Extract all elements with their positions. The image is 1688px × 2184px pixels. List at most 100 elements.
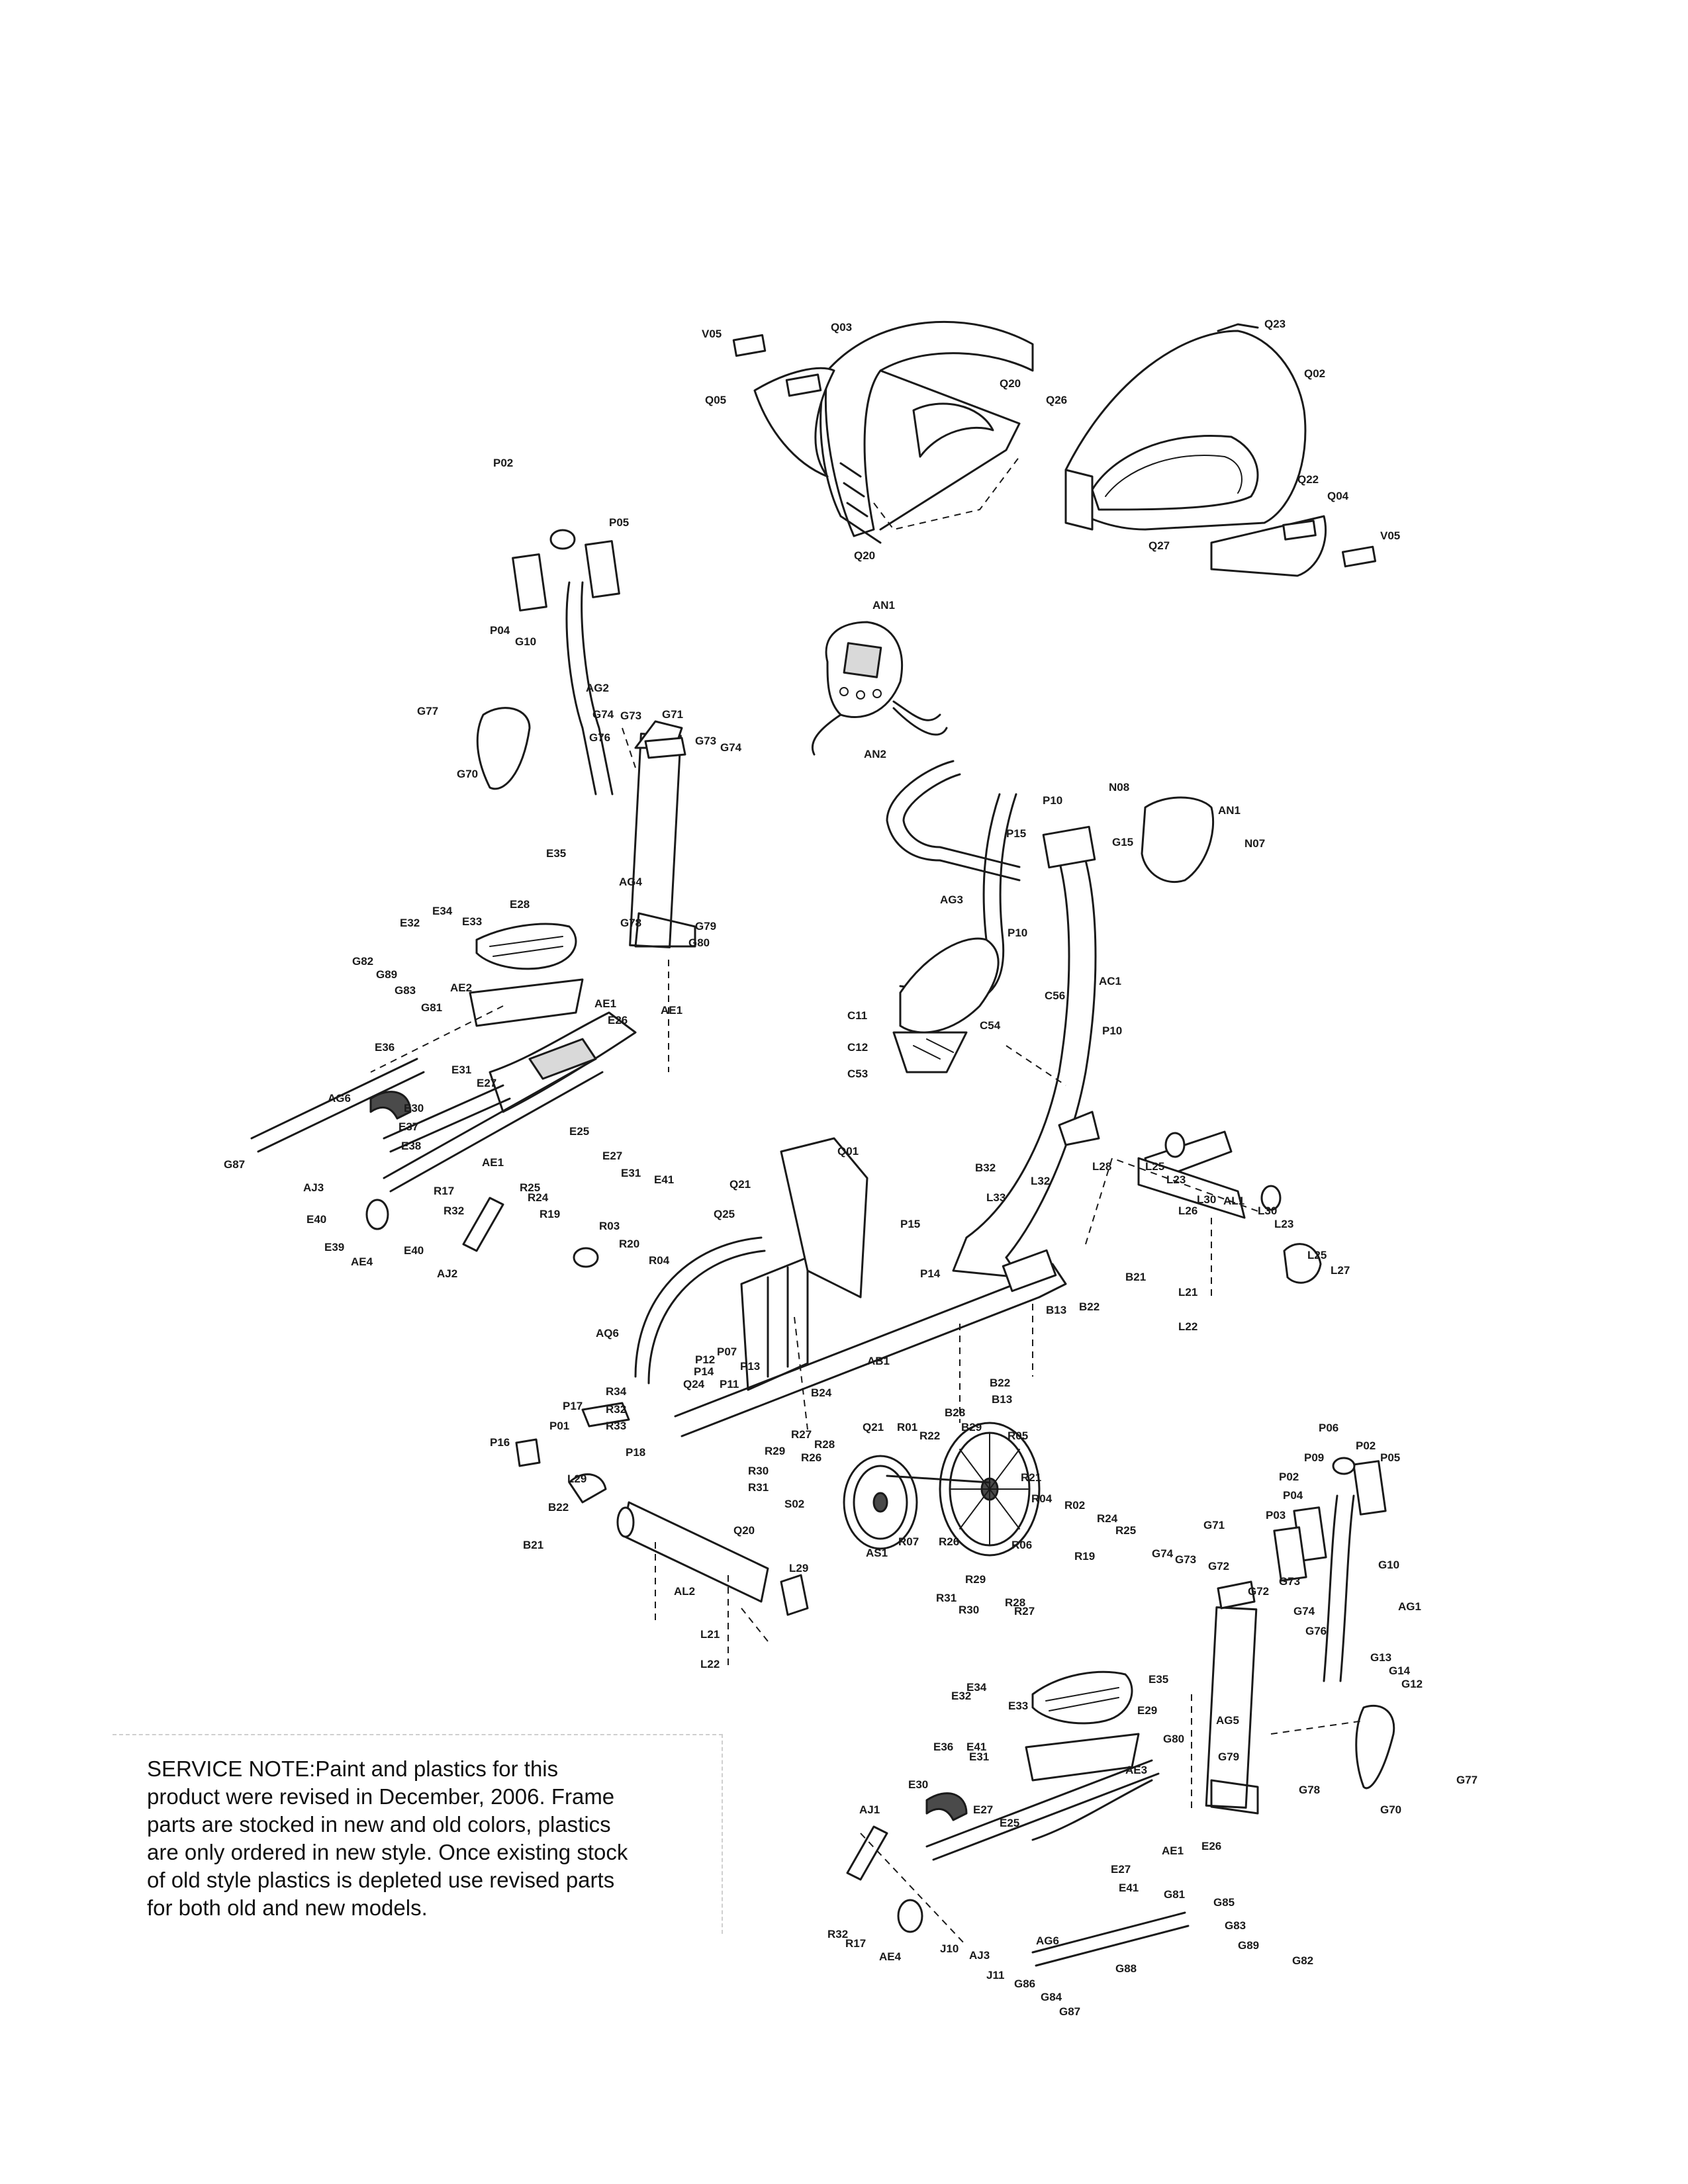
part-label: P15 [1006,827,1026,840]
part-label: G73 [695,735,716,747]
console-display [811,621,948,756]
part-label: E35 [1149,1673,1168,1686]
part-label: G80 [688,936,710,949]
part-label: G83 [1225,1919,1246,1932]
part-label: G14 [1389,1664,1411,1677]
part-label: P13 [740,1360,760,1373]
service-note-line: for both old and new models. [147,1895,428,1920]
part-label: R22 [919,1430,940,1442]
part-label: E35 [546,847,566,860]
part-label: R33 [606,1420,626,1432]
part-label: E34 [966,1681,987,1694]
part-label: G70 [457,768,478,780]
part-label: AG5 [1216,1714,1239,1727]
part-label: L23 [1274,1218,1293,1230]
part-label: E36 [375,1041,395,1054]
part-label: Q27 [1149,539,1170,552]
part-label: E31 [969,1751,989,1763]
part-label: E33 [1008,1700,1028,1712]
part-label: R34 [606,1385,627,1398]
part-label: AJ1 [859,1803,880,1816]
part-label: R29 [765,1445,785,1457]
part-label: P07 [717,1345,737,1358]
part-label: P09 [1304,1451,1324,1464]
part-label: R04 [1031,1492,1053,1505]
part-label: R04 [649,1254,670,1267]
part-label: P02 [493,457,513,469]
part-label: G87 [224,1158,245,1171]
link-ag6-right [1031,1911,1190,1967]
part-label: E31 [451,1064,471,1076]
console-shroud-n07 [1141,796,1215,884]
crank-aj2-left [462,1197,504,1252]
part-label: L25 [1307,1249,1327,1261]
part-label: Q25 [714,1208,735,1220]
flywheel-r05 [939,1422,1041,1557]
part-label: E32 [400,917,420,929]
part-label: G85 [1213,1896,1235,1909]
console-shroud-left [820,321,1034,544]
part-label: R01 [897,1421,917,1433]
part-label: R19 [539,1208,560,1220]
part-label: L25 [1145,1160,1164,1173]
part-label: B13 [992,1393,1012,1406]
part-label: G74 [592,708,614,721]
part-label: E41 [654,1173,674,1186]
part-label: E26 [608,1014,628,1026]
part-label: C12 [847,1041,868,1054]
part-label: R29 [965,1573,986,1586]
part-label: R25 [520,1181,540,1194]
wheel-ae4-right [897,1899,923,1933]
part-label: R20 [619,1238,639,1250]
part-label: G80 [1163,1733,1184,1745]
hand-grip-sensors-left [512,529,620,612]
part-label: P04 [490,624,510,637]
part-label: G12 [1401,1678,1423,1690]
guard-e30-right [925,1792,968,1821]
part-label: L33 [986,1191,1006,1204]
part-label: AE2 [450,981,472,994]
part-label: B32 [975,1161,996,1174]
part-label: E34 [432,905,453,917]
part-label: P15 [900,1218,920,1230]
part-label: AQ6 [596,1327,619,1340]
part-label: B28 [945,1406,965,1419]
part-label: Q04 [1327,490,1349,502]
part-label: C54 [980,1019,1001,1032]
part-label: P03 [1266,1509,1286,1522]
part-label: Q03 [831,321,852,334]
part-label: P10 [1102,1024,1122,1037]
part-label: AN2 [864,748,886,760]
washer-r03 [573,1247,599,1268]
part-label: P05 [1380,1451,1400,1464]
guard-e30-left [369,1091,412,1120]
part-label: G89 [376,968,397,981]
part-label: E26 [1201,1840,1221,1852]
part-label: L21 [1178,1286,1197,1298]
part-label: G72 [1208,1560,1229,1572]
arm-ae1-left [383,1058,604,1193]
part-label: G83 [395,984,416,997]
part-label: G74 [1152,1547,1174,1560]
service-note-line: are only ordered in new style. Once exis… [147,1839,628,1864]
part-label: P10 [1008,927,1027,939]
part-label: AG2 [586,682,609,694]
part-label: AE4 [351,1255,373,1268]
part-label: R32 [606,1403,626,1416]
part-label: AE1 [1162,1844,1184,1857]
part-label: AG6 [1036,1934,1059,1947]
part-label: Q22 [1297,473,1319,486]
part-label: E39 [324,1241,344,1253]
part-label: N07 [1244,837,1265,850]
part-label: AG6 [328,1092,351,1105]
part-label: Q24 [683,1378,705,1390]
part-label: E41 [966,1741,986,1753]
part-label: AE1 [482,1156,504,1169]
part-label: G13 [1370,1651,1391,1664]
service-note-frame [113,1734,723,1934]
part-label: Q02 [1304,367,1325,380]
part-label: Q23 [1264,318,1286,330]
part-label: AN1 [1218,804,1241,817]
part-label: G81 [421,1001,442,1014]
